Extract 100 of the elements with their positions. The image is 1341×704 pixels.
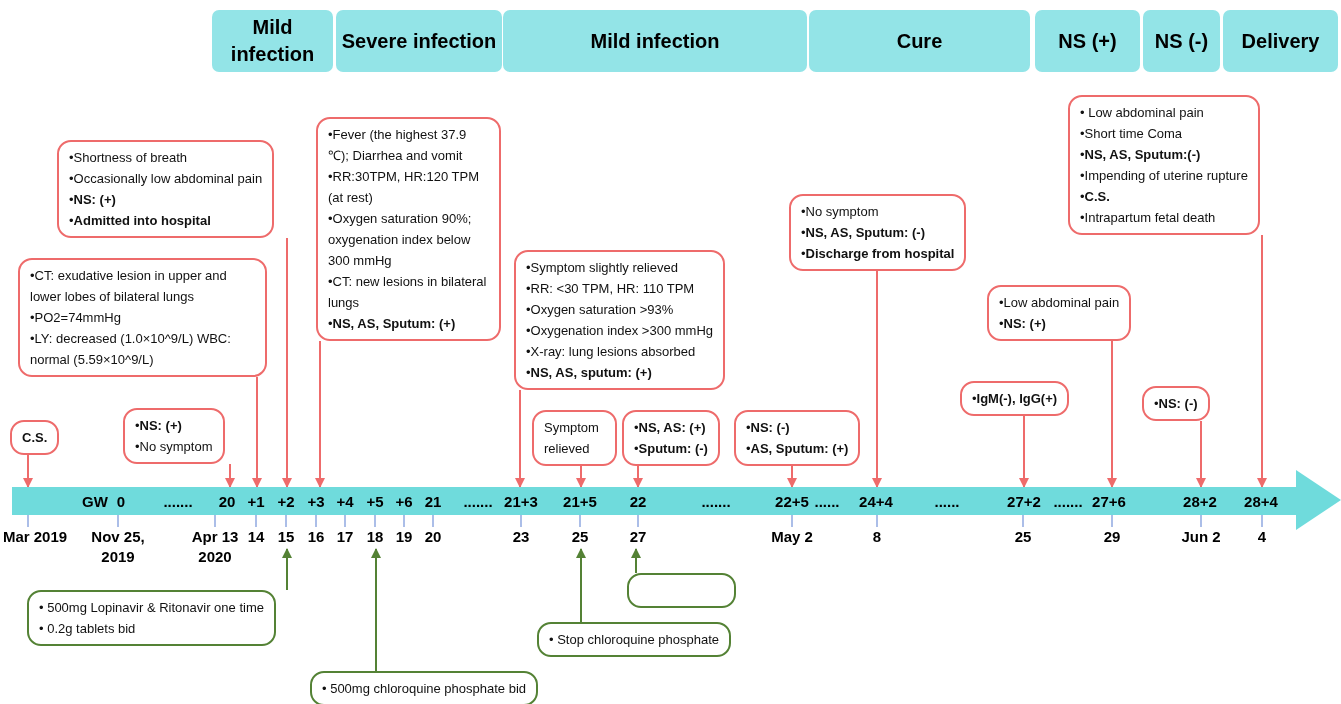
- event-box: [514, 250, 725, 390]
- event-box: [1142, 386, 1210, 421]
- phase-band: NS (+): [1035, 10, 1140, 72]
- tick-label: 24+4: [859, 493, 893, 510]
- date-label: 18: [365, 527, 385, 547]
- note-text: C.S.: [22, 429, 48, 447]
- note-text: •No symptom: [135, 438, 213, 456]
- date-label: 25: [1013, 527, 1033, 547]
- tick-label: 21: [424, 493, 442, 510]
- phase-band: Delivery: [1223, 10, 1338, 72]
- arrow: [631, 548, 641, 574]
- arrow: [872, 270, 882, 488]
- note-text: •Sputum: (-): [634, 440, 708, 458]
- event-box: [960, 381, 1070, 416]
- phase-band: NS (-): [1143, 10, 1220, 72]
- note-text: •RR: <30 TPM, HR: 110 TPM: [526, 280, 696, 298]
- note-text: •AS, Sputum: (+): [746, 440, 849, 458]
- arrow: [515, 389, 525, 488]
- note-text: •Fever (the highest 37.9 ℃); Diarrhea and vomit: [328, 126, 468, 165]
- tick-label: +2: [277, 493, 295, 510]
- event-box: [18, 258, 267, 377]
- date-label: May 2: [770, 527, 814, 547]
- arrow: [787, 465, 797, 488]
- note-text: •No symptom: [801, 203, 880, 221]
- arrow: [576, 465, 586, 488]
- note-text: • 0.2g tablets bid: [39, 620, 137, 638]
- note-text: •NS, AS, Sputum: (-): [801, 224, 926, 242]
- arrow: [23, 454, 33, 488]
- note-text: Symptom relieved: [544, 419, 600, 458]
- date-label: 4: [1256, 527, 1268, 547]
- timeline-arrow: [12, 470, 1341, 530]
- event-box: [789, 194, 967, 271]
- tick-label: GW: [82, 493, 108, 510]
- note-text: •NS, AS, Sputum: (+): [328, 315, 457, 333]
- arrow: [576, 548, 586, 623]
- note-text: •PO2=74mmHg: [30, 309, 122, 327]
- date-label: Apr 13 2020: [190, 527, 240, 567]
- note-text: •Symptom slightly relieved: [526, 259, 679, 277]
- note-text: •CT: new lesions in bilateral lungs: [328, 273, 488, 312]
- event-box: [10, 420, 60, 455]
- event-box: [622, 410, 720, 466]
- date-label: Mar 2019: [1, 527, 69, 547]
- note-text: •Discharge from hospital: [801, 245, 955, 263]
- tick-label: ......: [934, 493, 960, 510]
- event-box: [1068, 95, 1260, 235]
- note-text: •NS: (-): [1154, 395, 1198, 413]
- treatment-box: [627, 573, 736, 608]
- date-label: 23: [511, 527, 531, 547]
- event-box: [532, 410, 617, 466]
- tick-label: ......: [814, 493, 840, 510]
- note-text: •NS, AS, sputum: (+): [526, 364, 653, 382]
- note-text: •Impending of uterine rupture: [1080, 167, 1248, 185]
- phase-band: Mild infection: [212, 10, 333, 72]
- event-box: [734, 410, 861, 466]
- arrow: [315, 340, 325, 488]
- arrow: [1019, 415, 1029, 488]
- note-text: • 500mg chloroquine phosphate bid: [322, 680, 527, 698]
- note-text: • Stop chloroquine phosphate: [549, 631, 720, 649]
- tick-label: 22+5: [775, 493, 809, 510]
- arrow: [1196, 420, 1206, 488]
- note-text: •LY: decreased (1.0×10^9/L) WBC: normal (5.59×10^9/L): [30, 330, 232, 369]
- event-box: [57, 140, 275, 238]
- event-box: [123, 408, 225, 464]
- note-text: • 500mg Lopinavir & Ritonavir one time: [39, 599, 264, 617]
- tick-label: +5: [366, 493, 384, 510]
- phase-band: Mild infection: [503, 10, 807, 72]
- tick-label: .......: [701, 493, 731, 510]
- arrow: [282, 548, 292, 591]
- arrow: [225, 463, 235, 488]
- tick-label: 0: [116, 493, 126, 510]
- note-text: •IgM(-), IgG(+): [972, 390, 1058, 408]
- date-label: Jun 2: [1180, 527, 1222, 547]
- tick-label: +1: [247, 493, 265, 510]
- note-text: •Oxygenation index >300 mmHg: [526, 322, 713, 340]
- date-label: 16: [306, 527, 326, 547]
- phase-band: Severe infection: [336, 10, 502, 72]
- date-label: 27: [628, 527, 648, 547]
- arrow: [633, 465, 643, 488]
- note-text: •X-ray: lung lesions absorbed: [526, 343, 697, 361]
- note-text: •NS: (+): [69, 191, 117, 209]
- date-label: Nov 25, 2019: [90, 527, 146, 567]
- event-box: [987, 285, 1132, 341]
- note-text: •NS, AS, Sputum:(-): [1080, 146, 1202, 164]
- note-text: •CT: exudative lesion in upper and lower lobes of bilateral lungs: [30, 267, 228, 306]
- tick-label: 21+3: [504, 493, 538, 510]
- arrow: [282, 237, 292, 488]
- tick-label: .......: [163, 493, 193, 510]
- note-text: •NS: (+): [999, 315, 1047, 333]
- note-text: •Low abdominal pain: [999, 294, 1120, 312]
- tick-label: 27+6: [1092, 493, 1126, 510]
- arrow: [1257, 234, 1267, 488]
- date-label: 29: [1102, 527, 1122, 547]
- date-label: 17: [335, 527, 355, 547]
- date-label: 8: [871, 527, 883, 547]
- arrow: [252, 376, 262, 488]
- tick-label: .......: [463, 493, 493, 510]
- note-text: •Admitted into hospital: [69, 212, 212, 230]
- date-label: 25: [570, 527, 590, 547]
- note-text: •Short time Coma: [1080, 125, 1184, 143]
- tick-label: 28+4: [1244, 493, 1278, 510]
